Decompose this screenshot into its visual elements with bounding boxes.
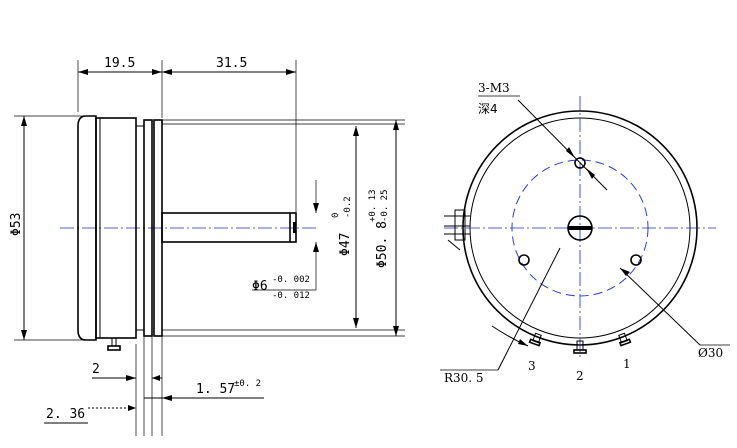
radius-arc-arrow xyxy=(518,339,528,346)
dim-shaft-lower: -0. 012 xyxy=(272,291,310,301)
arrow-53-top xyxy=(21,116,27,126)
dim-236: 2. 36 xyxy=(46,407,85,422)
arrow-315-right xyxy=(286,69,296,75)
thread-label: 3-M3 xyxy=(478,81,510,95)
arrow-47-bot xyxy=(353,318,359,328)
dim-length-shaft: 31.5 xyxy=(216,56,247,71)
mounting-hole-right xyxy=(630,254,642,266)
terminal-1 xyxy=(618,332,632,347)
dim-diameter-508-lower: -0. 25 xyxy=(380,189,390,222)
dim-diameter-508: Φ50. 8 xyxy=(375,221,390,268)
diameter-label: Ø30 xyxy=(698,346,723,360)
arrow-236 xyxy=(128,405,136,411)
arrow-508-bot xyxy=(393,326,399,336)
arrow-47-top xyxy=(353,126,359,136)
side-view: 19.5 31.5 Φ53 Φ47 0 -0.2 Φ50. 8 +0. 13 -… xyxy=(9,56,405,436)
shaft xyxy=(161,212,297,243)
dim-diameter-47-upper: 0 xyxy=(331,213,341,218)
terminal-3-label: 3 xyxy=(528,359,536,373)
arrow-2-left xyxy=(126,375,136,381)
dim-gap-2: 2 xyxy=(92,362,100,377)
side-terminal-pin xyxy=(111,337,117,347)
terminal-2-label: 2 xyxy=(576,369,584,383)
shaft-slot-front xyxy=(568,226,592,230)
shaft-slot xyxy=(293,222,296,233)
arrow-2-right xyxy=(152,375,160,381)
dia30-leader xyxy=(619,267,701,346)
thread-arrow-2 xyxy=(586,168,595,179)
arrow-6-bot xyxy=(313,242,319,252)
dia30-arrow xyxy=(620,268,630,276)
dim-flange-tol: ±0. 2 xyxy=(234,379,261,389)
flange-plate-front xyxy=(143,119,153,337)
front-view: 3-M3 深4 Ø30 R30. 5 3 2 1 xyxy=(440,81,730,385)
thread-arrow-1 xyxy=(566,147,575,158)
arrow-6-top xyxy=(313,203,319,213)
mounting-hole-left xyxy=(518,254,530,266)
side-terminal-base xyxy=(107,345,121,351)
dim-diameter-body: Φ53 xyxy=(9,213,24,236)
dim-flange: 1. 57 xyxy=(196,382,235,397)
dim-diameter-47: Φ47 xyxy=(338,233,353,256)
clamp-tail xyxy=(447,239,461,251)
terminal-3 xyxy=(528,332,542,347)
clamp-body xyxy=(454,209,466,241)
radius-label: R30. 5 xyxy=(444,371,484,385)
dim-diameter-47-lower: -0.2 xyxy=(343,196,353,218)
dim-shaft: Φ6 xyxy=(252,279,268,294)
radius-leader xyxy=(497,247,561,371)
arrow-53-bot xyxy=(21,330,27,340)
arrow-195-left xyxy=(78,69,88,75)
dim-length-body: 19.5 xyxy=(104,56,135,71)
depth-label: 深4 xyxy=(478,102,498,116)
terminal-1-label: 1 xyxy=(623,357,631,371)
arrow-195-right xyxy=(152,69,162,75)
terminal-2 xyxy=(573,340,587,354)
mounting-hole-top xyxy=(574,157,586,169)
arrow-508-top xyxy=(393,120,399,130)
dim-diameter-508-upper: +0. 13 xyxy=(368,189,378,222)
arrow-157 xyxy=(162,395,172,401)
dim-shaft-upper: -0. 002 xyxy=(272,275,310,285)
arrow-315-left xyxy=(162,69,172,75)
